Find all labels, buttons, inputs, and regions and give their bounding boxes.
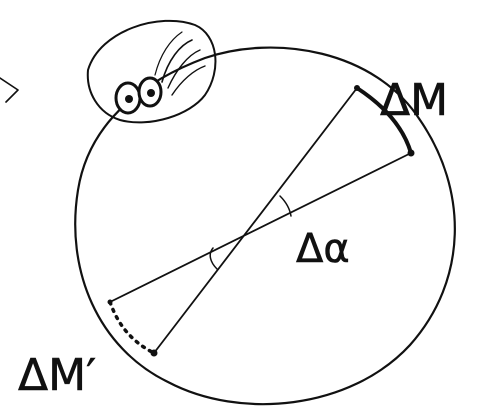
diameter-line-b xyxy=(110,153,411,302)
label-delta-m-prime: ΔM′ xyxy=(18,350,96,401)
arc-endpoint-left xyxy=(108,300,113,305)
arc-delta-m-prime xyxy=(110,302,154,353)
arc-endpoint-right xyxy=(408,150,415,157)
eye-icon xyxy=(88,21,216,123)
arc-endpoint-bottom xyxy=(151,350,158,357)
label-delta-alpha: Δα xyxy=(296,226,350,272)
arc-endpoint-top xyxy=(354,85,360,91)
diameter-line-a xyxy=(154,88,357,353)
label-delta-m: ΔM xyxy=(380,75,448,126)
left-edge-stroke xyxy=(0,78,18,102)
